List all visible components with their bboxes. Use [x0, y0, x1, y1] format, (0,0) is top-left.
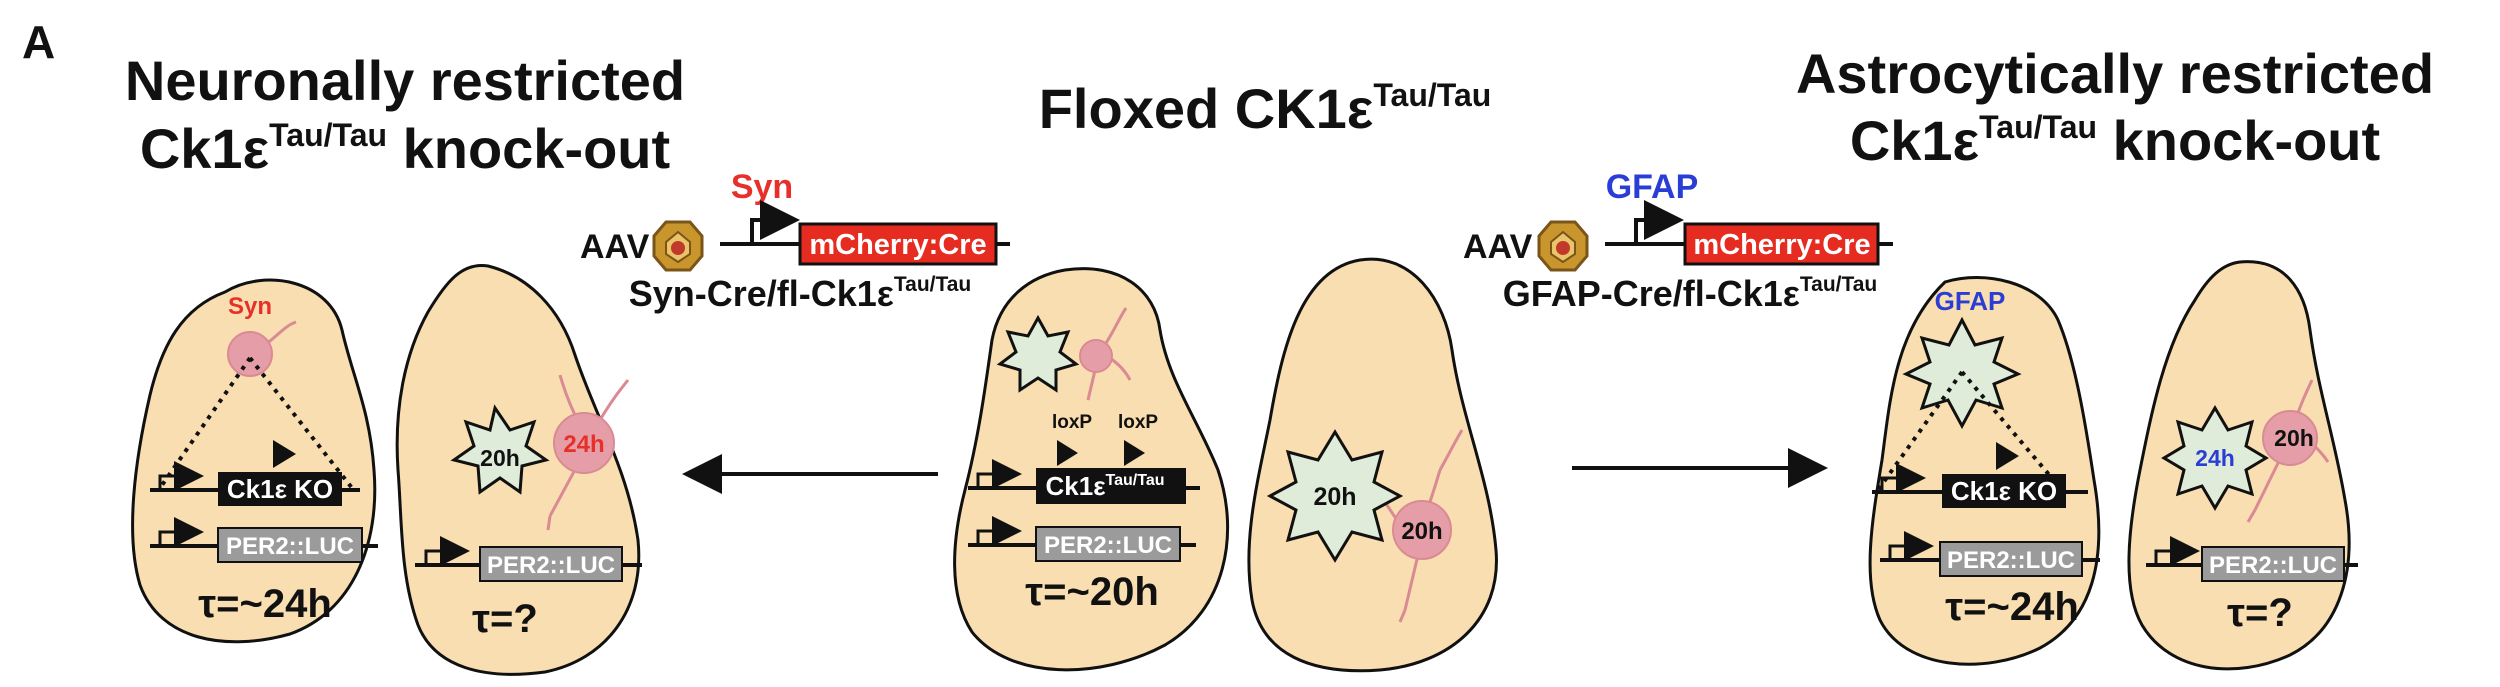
- center-title: Floxed CK1εTau/Tau: [1039, 77, 1492, 140]
- loxp-triangle-icon: [1124, 440, 1145, 466]
- per2-luc-label: PER2::LUC: [2209, 552, 2337, 579]
- neuron-soma: [553, 412, 615, 474]
- promoter-arrow-icon: [976, 516, 1022, 546]
- neuron-soma: [227, 331, 273, 377]
- promoter-arrow-icon: [1634, 200, 1684, 244]
- loxp-triangle-icon: [1057, 440, 1078, 466]
- tau-label: τ=~20h: [1025, 570, 1159, 614]
- tau-label: τ=?: [472, 597, 538, 641]
- ck1-tau-box: [1036, 468, 1186, 504]
- aav-label-left: AAV: [580, 228, 650, 266]
- panel-label: A: [22, 16, 55, 68]
- syn-cre-construct: AAV Syn mCherry:Cre Syn-Cre/fl-Ck1εTau/T…: [580, 168, 1010, 314]
- mcherry-cre-label: mCherry:Cre: [1693, 229, 1870, 261]
- promoter-arrow-icon: [2154, 536, 2200, 566]
- astrocyte-star-icon: [450, 404, 550, 495]
- per2-luc-label: PER2::LUC: [1947, 547, 2075, 574]
- promoter-arrow-icon: [750, 200, 800, 244]
- per2-luc-box: [217, 527, 363, 563]
- promoter-arrow-icon: [1888, 531, 1934, 561]
- syn-slice-tissue: 24h 20h PER2::LUC τ=?: [395, 264, 642, 676]
- floxed-slice-tissue: 20h 20h: [1247, 257, 1498, 673]
- left-title-line2: Ck1εTau/Tau knock-out: [140, 117, 670, 180]
- aav-capsid-icon: [1537, 220, 1589, 272]
- mcherry-cre-box: [798, 222, 998, 266]
- promoter-arrow-icon: [158, 517, 204, 547]
- star-period-label: 24h: [2195, 445, 2235, 471]
- tau-label: τ=~24h: [198, 582, 332, 626]
- star-period-label: 20h: [1313, 483, 1356, 511]
- aav-label-right: AAV: [1463, 228, 1533, 266]
- gfap-cre-caption: GFAP-Cre/fl-Ck1εTau/Tau: [1503, 273, 1878, 314]
- neuron-period-label: 20h: [2274, 425, 2314, 451]
- neuron-soma: [1079, 339, 1113, 373]
- gfap-promoter-label: GFAP: [1606, 168, 1699, 206]
- astrocyte-star-icon: [996, 314, 1080, 393]
- mcherry-cre-label: mCherry:Cre: [809, 229, 986, 261]
- ck1-ko-label: Ck1ε KO: [227, 474, 333, 504]
- neuron-soma: [1392, 500, 1452, 560]
- astrocyte-star-icon: [1266, 429, 1404, 563]
- loxp-label-2: loxP: [1118, 412, 1158, 433]
- per2-luc-label: PER2::LUC: [1044, 532, 1172, 559]
- excision-triangle: [1876, 370, 2064, 492]
- loxp-triangle-icon: [273, 440, 296, 468]
- tau-label: τ=~24h: [1945, 585, 2079, 629]
- gfap-cell-label: GFAP: [1935, 286, 2006, 316]
- promoter-arrow-icon: [1880, 463, 1926, 493]
- promoter-arrow-icon: [976, 459, 1022, 489]
- right-title-line2: Ck1εTau/Tau knock-out: [1850, 109, 2380, 172]
- star-period-label: 20h: [480, 445, 520, 471]
- neuron-period-label: 20h: [1401, 518, 1442, 545]
- per2-luc-box: [2201, 546, 2345, 582]
- tau-label: τ=?: [2227, 591, 2293, 635]
- gfap-cre-construct: AAV GFAP mCherry:Cre GFAP-Cre/fl-Ck1εTau…: [1463, 168, 1893, 314]
- floxed-tissue: loxP loxP Ck1εTau/Tau PER2::LUC τ=~20h: [953, 267, 1230, 672]
- per2-luc-box: [479, 546, 623, 582]
- ck1-ko-box: [1942, 474, 2066, 508]
- per2-luc-label: PER2::LUC: [487, 552, 615, 579]
- neuron-period-label: 24h: [563, 431, 604, 458]
- syn-ko-tissue: Syn Ck1ε KO PER2::LUC τ=~24h: [131, 278, 378, 644]
- ck1-tau-label: Ck1εTau/Tau: [1045, 471, 1164, 501]
- mcherry-cre-box: [1683, 222, 1880, 266]
- aav-capsid-icon: [652, 220, 704, 272]
- loxp-triangle-icon: [1996, 442, 2019, 470]
- loxp-label-1: loxP: [1052, 412, 1092, 433]
- syn-promoter-label: Syn: [731, 168, 793, 206]
- per2-luc-box: [1939, 541, 2083, 577]
- syn-cre-caption: Syn-Cre/fl-Ck1εTau/Tau: [629, 273, 972, 314]
- promoter-arrow-icon: [158, 461, 204, 491]
- gfap-ko-tissue: GFAP Ck1ε KO PER2::LUC τ=~24h: [1868, 276, 2101, 666]
- ck1-ko-label: Ck1ε KO: [1951, 476, 2057, 506]
- left-title-line1: Neuronally restricted: [125, 49, 685, 112]
- promoter-arrow-icon: [424, 536, 470, 566]
- astrocyte-star-icon: [2161, 405, 2269, 511]
- gfap-slice-tissue: 20h 24h PER2::LUC τ=?: [2127, 260, 2358, 671]
- neuron-soma: [2262, 410, 2318, 466]
- right-title-line1: Astrocytically restricted: [1796, 42, 2434, 105]
- per2-luc-box: [1035, 526, 1181, 562]
- syn-cell-label: Syn: [228, 293, 272, 320]
- ck1-ko-box: [218, 472, 342, 506]
- per2-luc-label: PER2::LUC: [226, 533, 354, 560]
